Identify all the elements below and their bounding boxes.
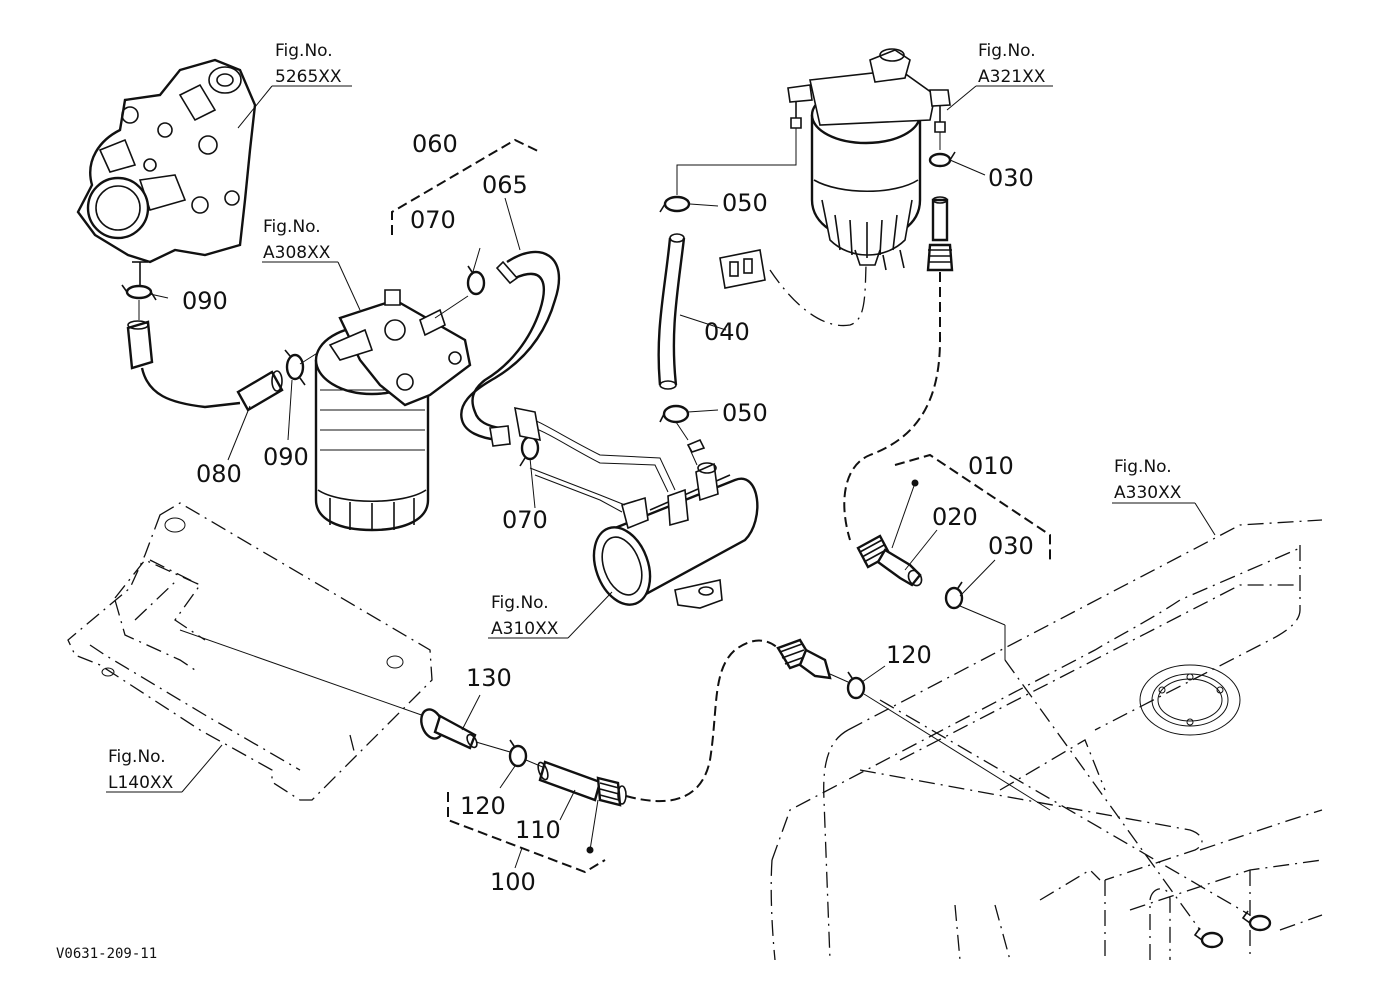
- fig-ref-5265-code: 5265XX: [275, 67, 342, 87]
- clamp-090-upper: [121, 284, 157, 301]
- fig-ref-l140-title: Fig.No.: [108, 747, 166, 767]
- clamp-090-lower: [284, 349, 306, 386]
- fuel-filter-drawing: [314, 289, 472, 532]
- fig-ref-l140-code: L140XX: [108, 773, 174, 793]
- clamp-070-lower: [519, 435, 540, 467]
- callout-020: 020: [932, 503, 978, 531]
- fuel-line-pump-to-filter: [140, 367, 241, 409]
- callout-090-upper: 090: [182, 287, 228, 315]
- fig-ref-a321-code: A321XX: [978, 67, 1046, 87]
- fig-ref-a330-code: A330XX: [1114, 483, 1182, 503]
- callout-080: 080: [196, 460, 242, 488]
- fig-ref-5265-title: Fig.No.: [275, 41, 333, 61]
- hose-065: [460, 250, 561, 447]
- callout-030-lower: 030: [988, 532, 1034, 560]
- tank-bolt-1: [1193, 927, 1224, 949]
- hose-joint-right: [926, 196, 954, 272]
- clamp-120-upper: [846, 671, 866, 700]
- suction-line: [625, 639, 781, 803]
- callout-030-upper: 030: [988, 164, 1034, 192]
- clamp-030-upper: [928, 151, 956, 168]
- fitting-020: [856, 534, 923, 587]
- diagram-code: V0631-209-11: [56, 946, 157, 962]
- clamp-050-lower: [659, 404, 690, 424]
- electric-fuel-pump-drawing: [514, 406, 759, 609]
- callout-120-upper: 120: [886, 641, 932, 669]
- cover-plate-drawing: [67, 502, 433, 801]
- injection-pump-drawing: [76, 58, 257, 285]
- hose-110: [537, 760, 602, 802]
- callout-090-lower: 090: [263, 443, 309, 471]
- fig-ref-a310-title: Fig.No.: [491, 593, 549, 613]
- hose-080: [236, 370, 284, 412]
- callout-120-lower: 120: [460, 792, 506, 820]
- clamp-050-upper: [659, 195, 691, 213]
- callout-070-lower: 070: [502, 506, 548, 534]
- fuel-tank-drawing: [770, 519, 1323, 961]
- clamp-070-upper: [466, 265, 486, 296]
- clamp-030-lower: [944, 581, 964, 610]
- return-line: [843, 272, 941, 541]
- callout-060: 060: [412, 130, 458, 158]
- callout-110: 110: [515, 816, 561, 844]
- hose-040: [657, 233, 686, 390]
- callout-040: 040: [704, 318, 750, 346]
- callout-050-upper: 050: [722, 189, 768, 217]
- callout-100: 100: [490, 868, 536, 896]
- callout-130: 130: [466, 664, 512, 692]
- fig-ref-a330-title: Fig.No.: [1114, 457, 1172, 477]
- water-separator-drawing: [787, 48, 951, 271]
- clamp-120-lower: [508, 739, 528, 768]
- fitting-120-upper: [776, 638, 832, 680]
- fig-ref-a308-code: A308XX: [263, 243, 331, 263]
- short-hose-upper: [126, 320, 154, 370]
- fitting-130: [420, 708, 478, 750]
- callout-050-lower: 050: [722, 399, 768, 427]
- connector-plug: [719, 249, 766, 289]
- fig-ref-a321-title: Fig.No.: [978, 41, 1036, 61]
- fig-ref-a308-title: Fig.No.: [263, 217, 321, 237]
- leader-lines: [106, 85, 1216, 869]
- callout-010: 010: [968, 452, 1014, 480]
- fitting-110-end: [596, 776, 627, 807]
- fig-ref-a310-code: A310XX: [491, 619, 559, 639]
- callout-065: 065: [482, 171, 528, 199]
- sensor-wire: [769, 264, 867, 327]
- callout-070-upper: 070: [410, 206, 456, 234]
